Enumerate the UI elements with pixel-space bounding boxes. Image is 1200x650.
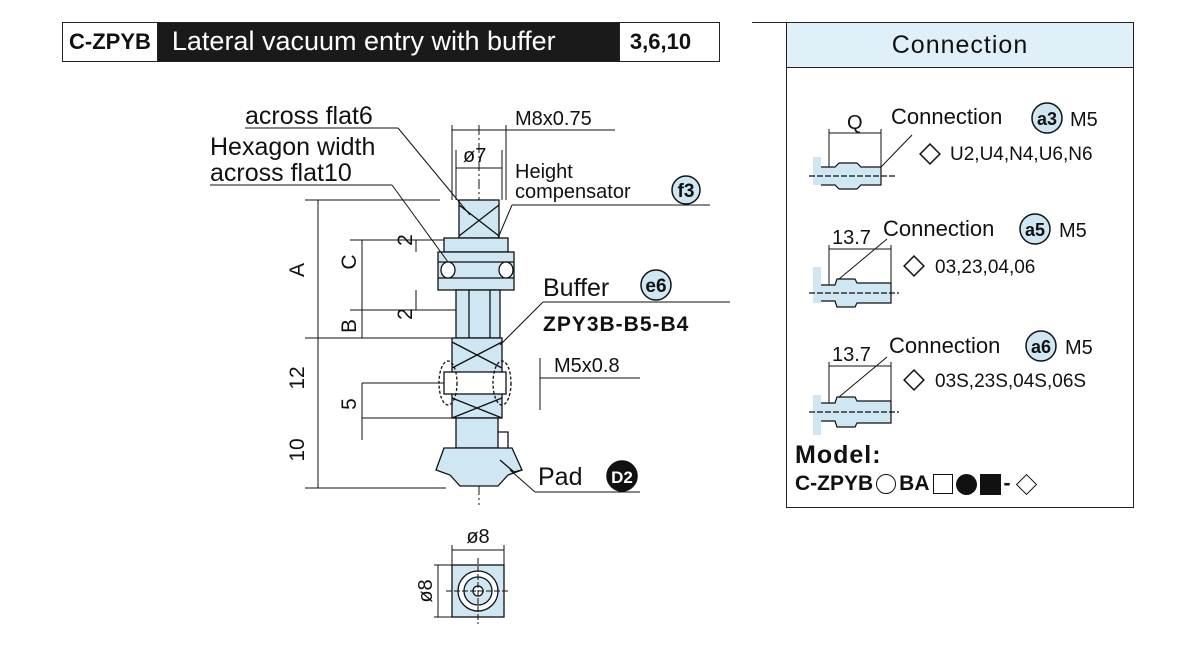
square-filled-icon <box>979 473 1001 495</box>
header-bar: C-ZPYB Lateral vacuum entry with buffer … <box>62 22 720 62</box>
header-connector-line <box>752 22 786 23</box>
conn-3-code: a6 <box>1031 337 1051 357</box>
height-comp-label-2: compensator <box>515 181 631 203</box>
across-flat-6-label: across flat6 <box>245 102 373 130</box>
circle-filled-icon <box>955 473 977 495</box>
conn-2-thread: M5 <box>1059 220 1087 242</box>
size-list: 3,6,10 <box>618 23 719 61</box>
conn-1-thread: M5 <box>1070 109 1098 131</box>
thread-top-label: M8x0.75 <box>515 108 592 130</box>
conn-1-label: Connection <box>891 104 1002 129</box>
height-comp-label-1: Height <box>515 161 573 183</box>
model-code-block: Model: C-ZPYB BA - <box>795 441 1039 496</box>
buffer-code: e6 <box>645 276 666 297</box>
conn-2-code: a5 <box>1025 220 1045 240</box>
model-label: Model: <box>795 441 882 469</box>
pad-code: D2 <box>611 468 633 487</box>
dim-b-label: B <box>338 319 361 333</box>
conn-3-label: Connection <box>889 333 1000 358</box>
dim-12-label: 12 <box>286 366 309 389</box>
dia-7-label: ø7 <box>463 145 486 167</box>
dim-5-label: 5 <box>338 398 361 410</box>
dim-a-label: A <box>286 263 309 277</box>
height-comp-code: f3 <box>678 181 695 202</box>
model-prefix: C-ZPYB <box>795 472 874 495</box>
dim-10-label: 10 <box>286 438 309 461</box>
model-dash: - <box>1003 472 1011 495</box>
conn-1-code: a3 <box>1037 109 1057 129</box>
buffer-model: ZPY3B-B5-B4 <box>543 313 689 336</box>
dim-2a-label: 2 <box>394 234 417 246</box>
model-code: C-ZPYB <box>63 23 158 61</box>
bottom-dia-h-label: ø8 <box>466 526 489 548</box>
conn-2-options: 03,23,04,06 <box>935 257 1035 278</box>
conn-1-options: U2,U4,N4,U6,N6 <box>950 144 1093 165</box>
connection-title: Connection <box>787 23 1133 68</box>
conn-1-dim: Q <box>847 112 863 134</box>
hex-width-label-2: across flat10 <box>210 159 352 187</box>
model-ba: BA <box>899 472 930 495</box>
pad-label: Pad <box>538 463 582 491</box>
model-code-line: C-ZPYB BA - <box>795 472 1039 496</box>
bottom-dia-v-label: ø8 <box>415 579 437 602</box>
conn-3-thread: M5 <box>1065 337 1093 359</box>
hex-width-label-1: Hexagon width <box>210 133 375 161</box>
connection-drawings: Q Connection a3 M5 U2,U4,N4,U6,N6 13.7 C… <box>809 102 1098 435</box>
conn-2-dim: 13.7 <box>832 227 871 249</box>
conn-3-options: 03S,23S,04S,06S <box>935 371 1086 392</box>
diamond-outline-icon <box>1015 473 1037 495</box>
connection-panel: Connection <box>786 22 1134 508</box>
buffer-label: Buffer <box>543 274 609 302</box>
main-drawing: across flat6 Hexagon width across flat10… <box>210 102 730 624</box>
thread-side-label: M5x0.8 <box>554 355 620 377</box>
dim-2b-label: 2 <box>394 308 417 320</box>
conn-3-dim: 13.7 <box>832 344 871 366</box>
circle-outline-icon <box>876 474 897 494</box>
conn-2-label: Connection <box>883 216 994 241</box>
page-title: Lateral vacuum entry with buffer <box>157 23 619 61</box>
square-outline-icon <box>932 474 953 494</box>
dim-c-label: C <box>338 254 361 269</box>
